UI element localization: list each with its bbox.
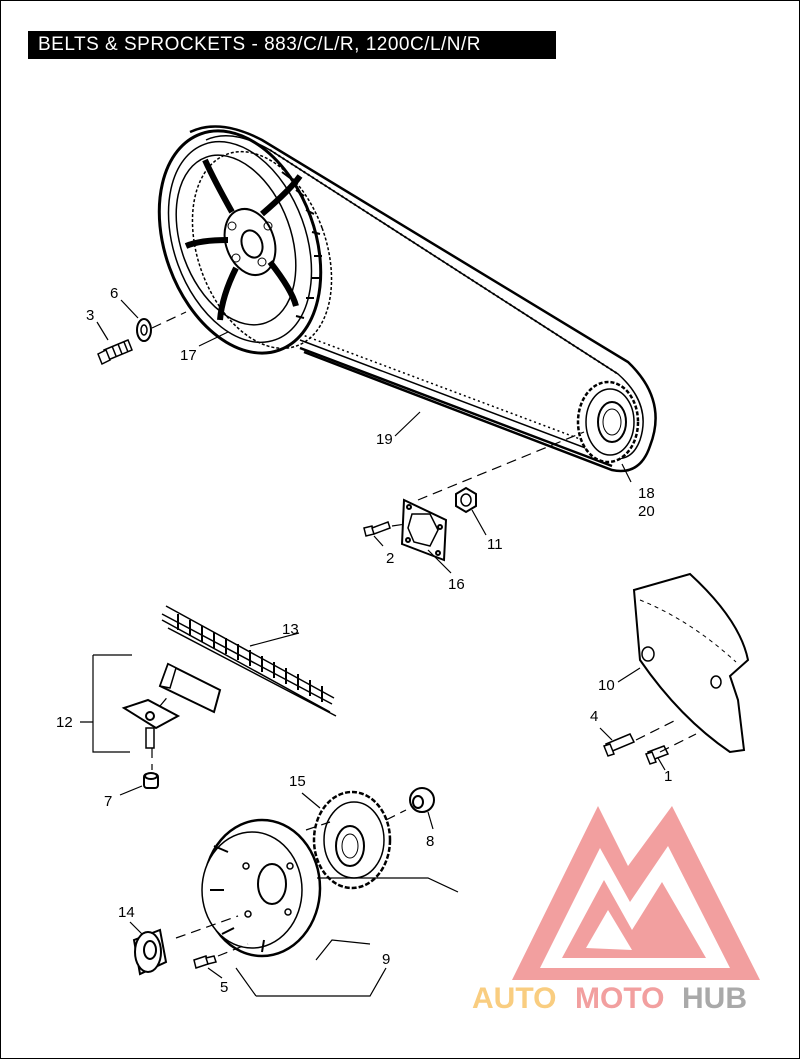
cover-screw-long	[603, 733, 636, 757]
front-sprocket	[576, 380, 640, 464]
callout-3: 3	[86, 307, 94, 324]
callout-17: 17	[180, 347, 197, 364]
callout-19: 19	[376, 431, 393, 448]
callout-1: 1	[664, 768, 672, 785]
callout-13: 13	[282, 621, 299, 638]
rear-pulley	[157, 129, 333, 355]
watermark-text-auto: AUTO	[472, 982, 556, 1015]
callout-9: 9	[382, 951, 390, 968]
callout-20: 20	[638, 503, 655, 520]
chain-adjuster	[121, 662, 222, 749]
callout-12: 12	[56, 714, 73, 731]
callout-5: 5	[220, 979, 228, 996]
callout-14: 14	[118, 904, 135, 921]
drive-belt	[189, 125, 657, 473]
callout-8: 8	[426, 833, 434, 850]
lock-plate-bolt	[363, 521, 391, 537]
callout-7: 7	[104, 793, 112, 810]
callout-2: 2	[386, 550, 394, 567]
callout-10: 10	[598, 677, 615, 694]
primary-chain	[161, 605, 337, 717]
cover-screw-short	[645, 745, 670, 765]
clutch-sprocket	[312, 790, 392, 890]
callout-16: 16	[448, 576, 465, 593]
title-bar: BELTS & SPROCKETS - 883/C/L/R, 1200C/L/N…	[28, 31, 556, 59]
callout-6: 6	[110, 285, 118, 302]
lock-plate	[400, 498, 448, 562]
callout-11: 11	[487, 536, 503, 553]
callout-15: 15	[289, 773, 306, 790]
callout-4: 4	[590, 708, 598, 725]
callout-labels: 3 6 17 19 18 20 2 11 16 13 12 7 10 4 1 1…	[56, 285, 672, 996]
leader-lines	[80, 299, 666, 997]
sprocket-nut	[455, 486, 477, 514]
pulley-bolt	[97, 339, 133, 366]
page-title: BELTS & SPROCKETS - 883/C/L/R, 1200C/L/N…	[38, 34, 482, 55]
pulley-washer	[136, 318, 152, 342]
adjuster-nut	[143, 772, 159, 789]
clutch-shell	[201, 818, 322, 958]
watermark-text-hub: HUB	[682, 982, 747, 1015]
callout-18: 18	[638, 485, 655, 502]
assembly-lines	[151, 311, 697, 957]
clutch-bearing	[132, 928, 168, 976]
sprocket-spacer	[409, 787, 435, 813]
clutch-screw	[193, 955, 217, 969]
watermark-logo: AUTO MOTO HUB	[472, 806, 760, 1015]
watermark-text-moto: MOTO	[575, 982, 664, 1015]
inspection-cover	[632, 572, 750, 754]
